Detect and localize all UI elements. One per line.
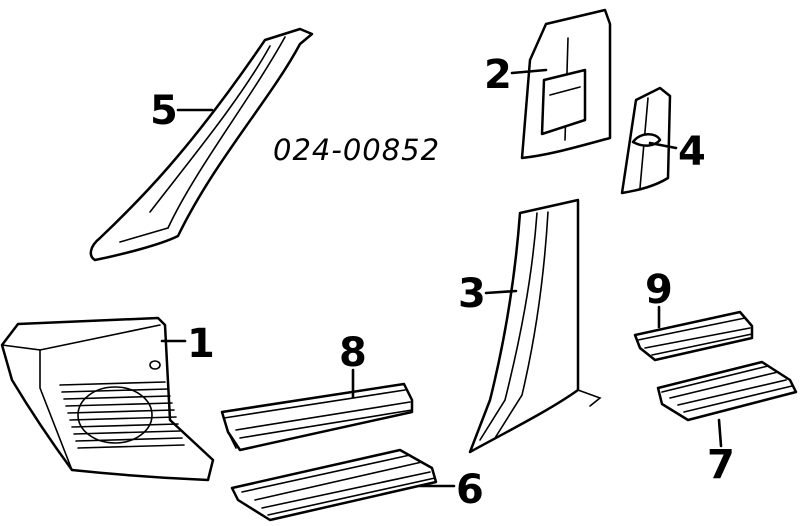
callout-7: 7: [707, 442, 735, 488]
leader-4: [648, 141, 678, 150]
part-8-sill-plate: [220, 382, 414, 452]
part-4-small-trim: [620, 86, 672, 195]
part-1-kick-panel: [0, 316, 215, 482]
callout-6: 6: [456, 467, 484, 513]
leader-lines: [160, 68, 723, 488]
part-2-upper-b-pillar-trim: [520, 8, 612, 160]
callout-9: 9: [645, 267, 673, 313]
speaker-grille: [59, 381, 185, 449]
leader-2: [510, 68, 548, 75]
part-9-small-sill-plate: [633, 310, 754, 362]
callout-4: 4: [678, 129, 706, 175]
callout-numbers: 1 2 3 4 5 6 7 8 9: [150, 52, 735, 513]
leader-7: [717, 418, 723, 448]
callout-5: 5: [150, 88, 178, 134]
part-7-rear-sill-plate: [656, 360, 798, 422]
callout-1: 1: [187, 321, 215, 367]
callout-2: 2: [484, 52, 512, 98]
reference-code: 024-00852: [273, 133, 440, 167]
part-3-lower-b-pillar-trim: [468, 198, 602, 454]
part-6-sill-plate: [230, 448, 438, 522]
callout-8: 8: [339, 330, 367, 376]
callout-3: 3: [458, 271, 486, 317]
leader-3: [484, 289, 518, 295]
part-5-a-pillar-trim: [89, 27, 314, 262]
